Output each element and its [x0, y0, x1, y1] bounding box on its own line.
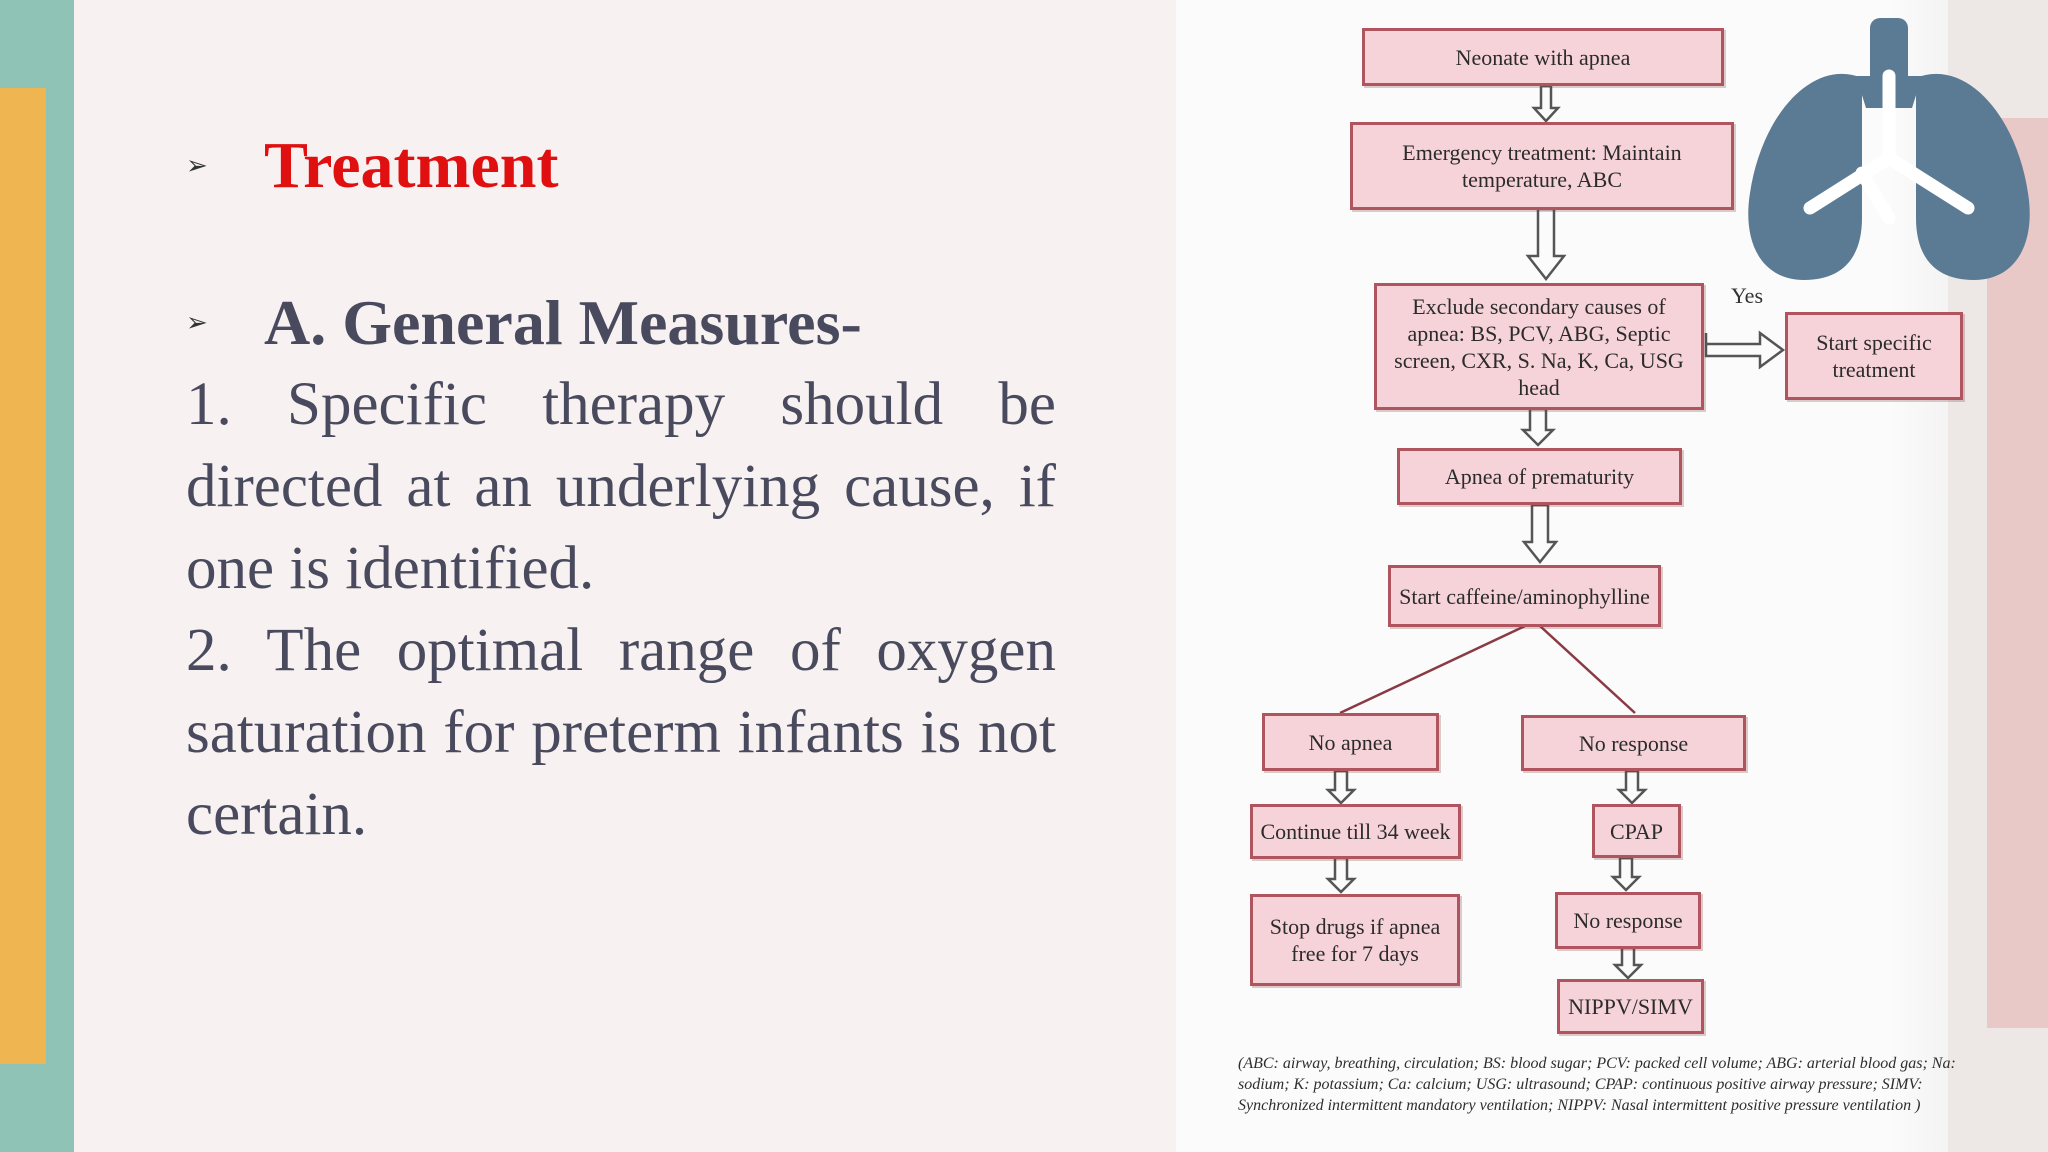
flowchart-legend: (ABC: airway, breathing, circulation; BS…	[1238, 1055, 1956, 1114]
branch-line-right	[1539, 625, 1636, 714]
heading-row: ➢ Treatment	[186, 120, 1056, 212]
arrow-noresp2-nippv	[1611, 946, 1645, 980]
bullet-arrow-icon: ➢	[186, 151, 208, 181]
decor-stripe-orange	[0, 88, 46, 1064]
node-continue: Continue till 34 week	[1250, 804, 1461, 859]
arrow-noresp-cpap	[1615, 769, 1649, 805]
node-no-apnea: No apnea	[1262, 713, 1439, 771]
node-stop: Stop drugs if apnea free for 7 days	[1250, 894, 1460, 986]
node-cpap: CPAP	[1592, 804, 1681, 858]
branch-line-left	[1339, 624, 1526, 715]
arrow-exclude-specific	[1704, 330, 1786, 370]
slide-text: ➢ Treatment ➢ A. General Measures- 1. Sp…	[186, 120, 1056, 856]
node-caffeine: Start caffeine/aminophylline	[1388, 565, 1661, 627]
arrow-cpap-noresp2	[1609, 856, 1643, 892]
node-no-response-2: No response	[1555, 892, 1701, 949]
node-prematurity: Apnea of prematurity	[1397, 448, 1682, 505]
node-nippv: NIPPV/SIMV	[1557, 979, 1704, 1034]
yes-label: Yes	[1731, 283, 1764, 308]
lungs-icon	[1748, 18, 2030, 280]
slide-subheading: A. General Measures-	[264, 287, 862, 358]
slide-heading: Treatment	[264, 129, 559, 202]
paragraph-2: 2. The optimal range of oxygen saturatio…	[186, 617, 1056, 848]
arrow-continue-stop	[1324, 856, 1358, 894]
arrow-neonate-emergency	[1531, 84, 1561, 123]
arrow-emergency-exclude	[1525, 207, 1567, 282]
node-neonate: Neonate with apnea	[1362, 28, 1724, 86]
node-specific: Start specific treatment	[1785, 312, 1963, 400]
arrow-exclude-prematurity	[1519, 407, 1557, 447]
node-no-response-1: No response	[1521, 715, 1746, 771]
node-exclude: Exclude secondary causes of apnea: BS, P…	[1374, 283, 1704, 410]
arrow-prematurity-caffeine	[1521, 503, 1559, 565]
paragraph-1: 1. Specific therapy should be directed a…	[186, 371, 1056, 602]
subheading-row: ➢ A. General Measures-	[186, 282, 1056, 364]
arrow-noapnea-continue	[1324, 769, 1358, 805]
bullet-arrow-icon: ➢	[186, 308, 208, 338]
node-emergency: Emergency treatment: Maintain temperatur…	[1350, 122, 1734, 210]
